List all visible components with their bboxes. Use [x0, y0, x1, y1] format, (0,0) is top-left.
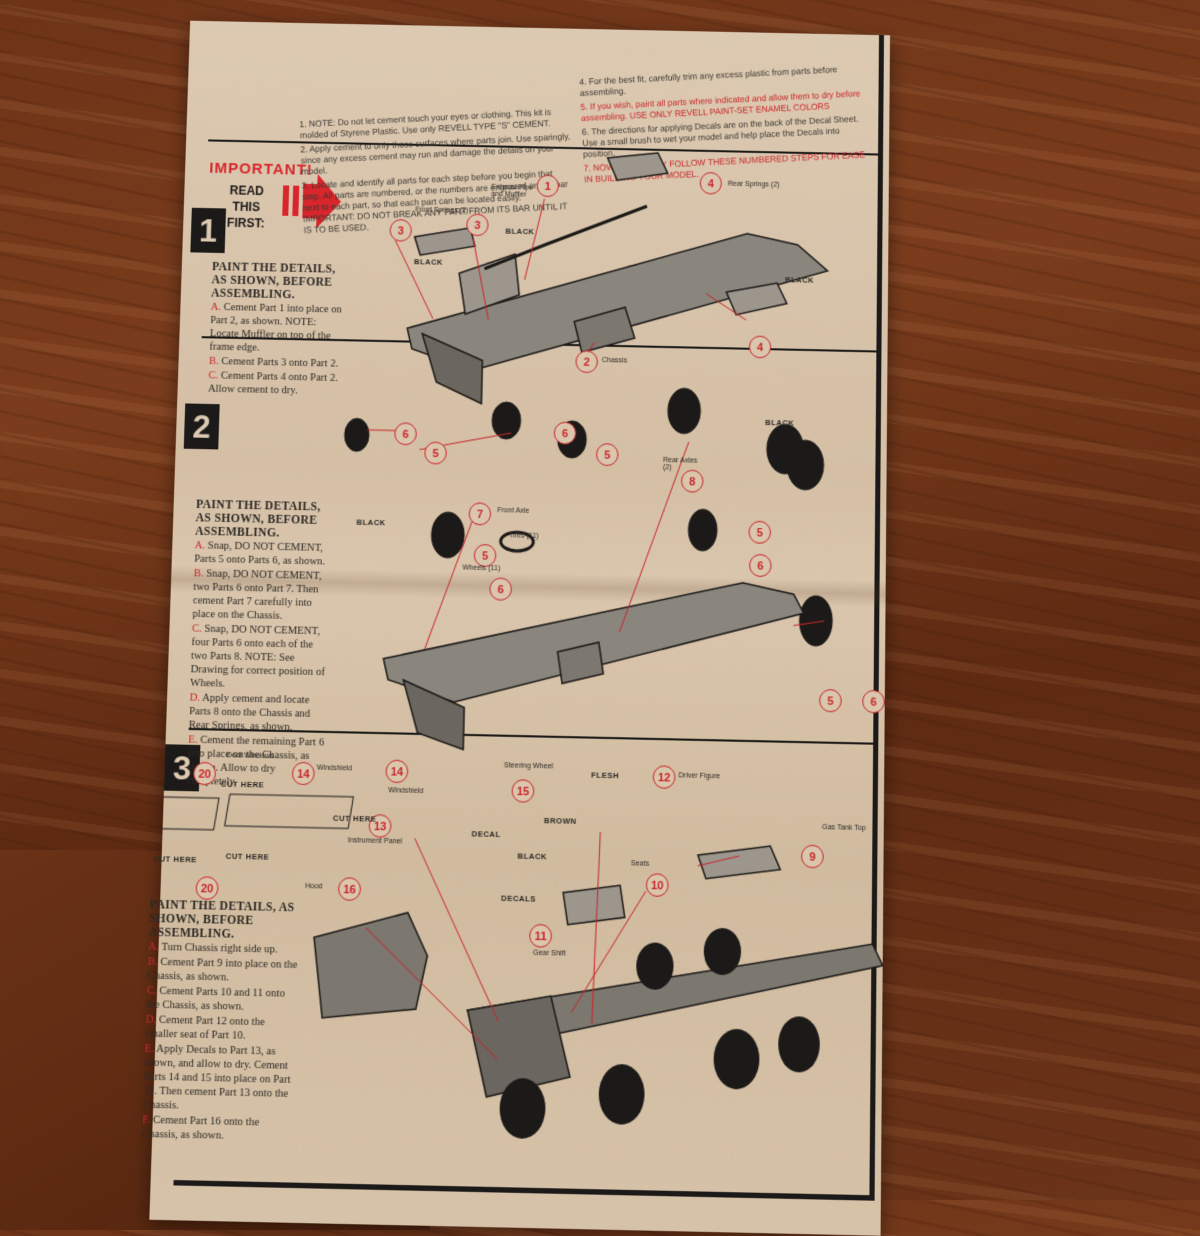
steering-wheel-label: Steering Wheel — [503, 762, 554, 771]
instrument-panel-label: Instrument Panel — [347, 836, 403, 846]
paint-color-label: BLACK — [413, 257, 444, 267]
cut-here-label: CUT HERE — [153, 853, 198, 865]
part-callout-4: 4 — [748, 335, 772, 359]
item-letter: D. — [145, 1014, 157, 1027]
gas-tank-top-label: Gas Tank Top — [821, 823, 866, 833]
door-windows-label: Door Windows — [226, 751, 274, 761]
paint-color-label: BLACK — [785, 275, 815, 285]
driver-figure-label: Driver Figure — [678, 772, 721, 781]
seats-label: Seats — [630, 860, 650, 868]
windshield-label: Windshield — [316, 764, 353, 773]
instruction-sheet: IMPORTANT! READ THIS FIRST: 1. NOTE: Do … — [142, 20, 891, 1236]
front-springs-label: Front Springs (2) — [415, 206, 469, 215]
rear-springs-label: Rear Springs (2) — [727, 180, 780, 189]
front-axle-label: Front Axle — [497, 507, 530, 515]
part-callout-5: 5 — [748, 520, 772, 544]
item-letter: C. — [146, 985, 157, 998]
wheels-label: Wheels (11) — [462, 564, 501, 573]
part-callout-5: 5 — [819, 688, 842, 713]
cut-here-label: CUT HERE — [220, 779, 265, 790]
paint-color-label: BLACK — [517, 851, 548, 862]
paint-color-label: BLACK — [356, 517, 386, 528]
exhaust-label: Exhaust Pipe and Muffler — [491, 183, 533, 199]
tires-label: Tires (11) — [508, 532, 539, 541]
step-2-chassis-drawing — [381, 575, 804, 757]
paint-color-label: BROWN — [543, 815, 577, 826]
part-callout-6: 6 — [862, 689, 885, 714]
item-letter: A. — [148, 941, 160, 954]
paint-color-label: BLACK — [765, 417, 795, 428]
red-arrow-icon — [282, 173, 342, 230]
cut-here-label: CUT HERE — [225, 851, 270, 862]
step-3-windows-drawing — [149, 790, 353, 837]
item-letter: F. — [142, 1114, 151, 1127]
chassis-label: Chassis — [601, 356, 628, 365]
rear-axles-label: Rear Axles (2) — [662, 456, 698, 472]
cut-here-label: CUT HERE — [332, 813, 377, 824]
item-letter: E. — [144, 1043, 155, 1056]
paint-color-label: FLESH — [591, 770, 620, 781]
assembly-illustrations — [149, 21, 890, 1140]
part-callout-9: 9 — [800, 844, 824, 869]
decals-label: DECALS — [500, 893, 537, 904]
decal-label: DECAL — [471, 829, 501, 840]
hood-label: Hood — [305, 882, 323, 891]
step-1-chassis-drawing — [405, 148, 828, 411]
part-callout-6: 6 — [748, 553, 772, 578]
paint-color-label: BLACK — [505, 226, 535, 237]
item-letter: B. — [147, 956, 158, 969]
windshield-label: Windshield — [388, 787, 424, 796]
gear-shift-label: Gear Shift — [532, 949, 566, 958]
